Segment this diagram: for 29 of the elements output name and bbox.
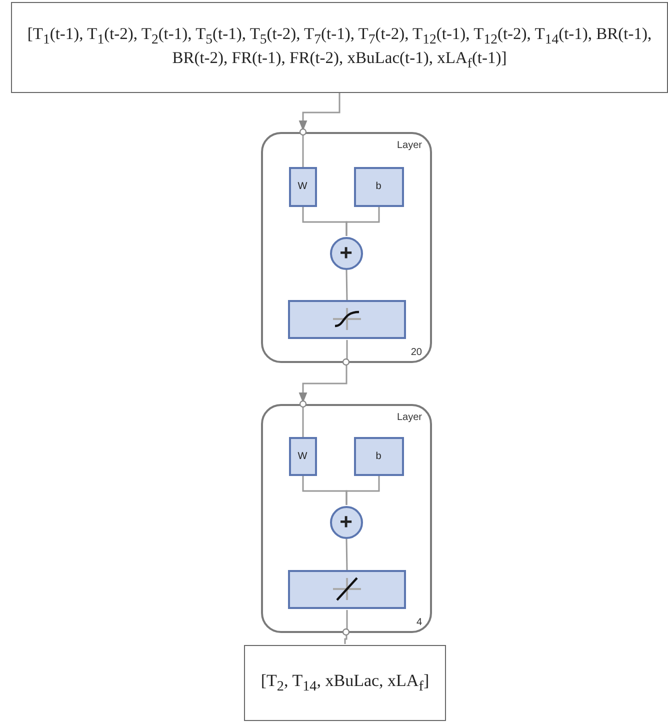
layer-panel xyxy=(261,132,432,363)
neuron-count: 20 xyxy=(410,347,422,358)
connector xyxy=(346,538,348,570)
connector xyxy=(298,93,340,131)
bias-box: b xyxy=(354,436,404,476)
variable-list: [T$_{1}$(t-1), T$_{1}$(t-2), T$_{2}$(t-1), T$_{5}$(t-1), T$_{5}$(t-2), T$_{7}$(t-1), T$_{7}$(t-2), T$_{12}$(t-1), T$_{12}$(t-2), T$_{14}$(t-1), BR(t-1), BR(t-2), FR(t-1), FR(t-2), xBuLac(t-1), xLA$_{f}$(t-1)] xyxy=(18,24,661,72)
connector xyxy=(344,633,348,644)
connector xyxy=(302,133,304,167)
transfer-function-box xyxy=(288,300,406,338)
layer-title: Layer xyxy=(396,412,422,423)
connector xyxy=(346,610,348,632)
sum-circle: + xyxy=(330,506,362,538)
connector xyxy=(346,340,348,362)
neuron-count: 4 xyxy=(416,617,422,628)
weight-box: W xyxy=(288,436,316,476)
input-box xyxy=(11,2,668,93)
connector xyxy=(346,476,380,505)
layer-panel xyxy=(261,404,432,633)
bias-box: b xyxy=(354,166,404,206)
output-box xyxy=(244,645,446,721)
connector xyxy=(298,363,348,403)
sum-circle: + xyxy=(330,236,362,270)
connector xyxy=(346,207,380,236)
connector xyxy=(302,405,304,437)
transfer-function-box xyxy=(288,570,406,608)
connector xyxy=(346,270,348,300)
layer-title: Layer xyxy=(396,140,422,151)
weight-box: W xyxy=(288,166,316,206)
variable-list: [T$_{2}$, T$_{14}$, xBuLac, xLA$_{f}$] xyxy=(260,670,430,696)
